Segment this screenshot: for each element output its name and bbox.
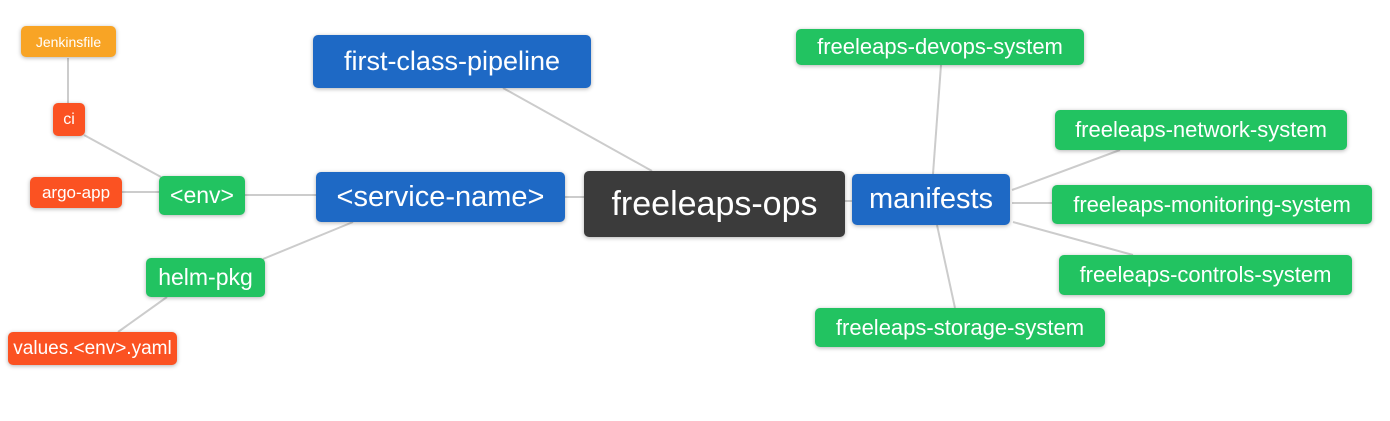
node-freeleaps-controls-system[interactable]: freeleaps-controls-system <box>1059 255 1352 295</box>
node-ci[interactable]: ci <box>53 103 85 136</box>
node-freeleaps-monitoring-system[interactable]: freeleaps-monitoring-system <box>1052 185 1372 224</box>
edge-manifests-storage <box>936 224 956 309</box>
node-first-class-pipeline[interactable]: first-class-pipeline <box>313 35 591 88</box>
node-freeleaps-storage-system[interactable]: freeleaps-storage-system <box>815 308 1105 347</box>
node-env[interactable]: <env> <box>159 176 245 215</box>
edge-manifests-controls <box>1012 221 1134 256</box>
edge-ci-env <box>83 134 162 178</box>
node-freeleaps-network-system[interactable]: freeleaps-network-system <box>1055 110 1347 150</box>
node-argo-app[interactable]: argo-app <box>30 177 122 208</box>
node-freeleaps-ops-root[interactable]: freeleaps-ops <box>584 171 845 237</box>
node-helm-pkg[interactable]: helm-pkg <box>146 258 265 297</box>
edge-manifests-devops <box>932 64 942 175</box>
node-freeleaps-devops-system[interactable]: freeleaps-devops-system <box>796 29 1084 65</box>
edge-manifests-network <box>1011 149 1121 191</box>
edge-fcp-ops <box>502 87 653 172</box>
node-values-env-yaml[interactable]: values.<env>.yaml <box>8 332 177 365</box>
node-jenkinsfile[interactable]: Jenkinsfile <box>21 26 116 57</box>
node-service-name[interactable]: <service-name> <box>316 172 565 222</box>
edge-servicename-helmpkg <box>262 221 354 260</box>
edge-helmpkg-values <box>117 296 168 333</box>
node-manifests[interactable]: manifests <box>852 174 1010 225</box>
